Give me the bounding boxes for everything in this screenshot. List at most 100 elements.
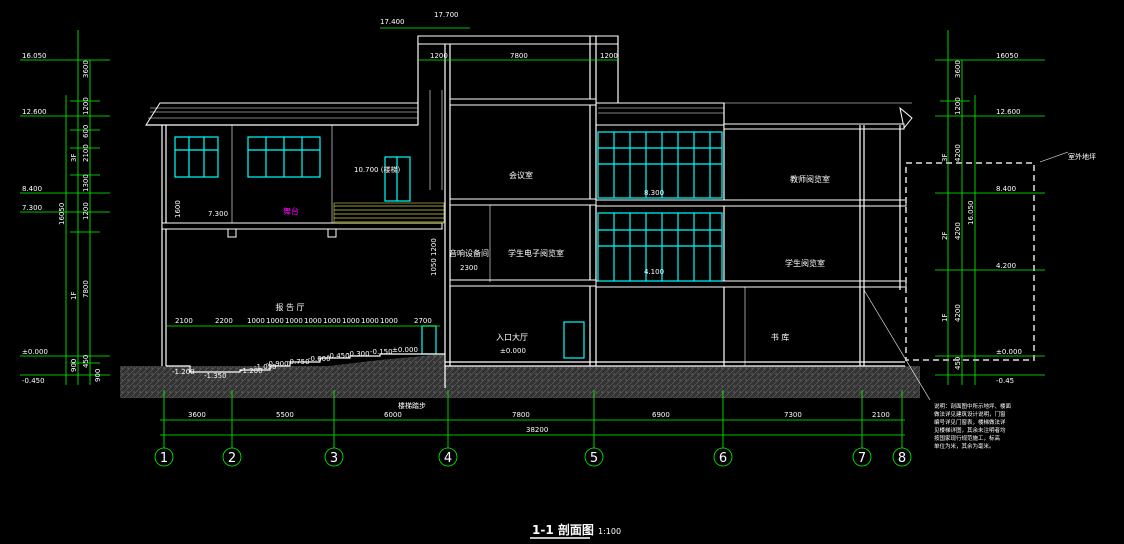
svg-text:-1.200: -1.200 [240, 367, 263, 375]
svg-text:38200: 38200 [526, 426, 548, 434]
svg-text:-1.350: -1.350 [204, 372, 227, 380]
svg-text:±0.000: ±0.000 [500, 347, 526, 355]
axis-3: 3 [330, 451, 338, 466]
svg-text:4200: 4200 [954, 222, 962, 240]
elev-7300: 7.300 [22, 204, 42, 212]
elev-m0450: -0.450 [22, 377, 45, 385]
svg-text:-0.300: -0.300 [347, 350, 370, 358]
left-windows [174, 136, 411, 202]
elev-16050: 16.050 [22, 52, 47, 60]
svg-text:3600: 3600 [82, 60, 90, 78]
stair-ladder [429, 90, 443, 190]
svg-text:1000: 1000 [247, 317, 265, 325]
elev-8400: 8.400 [22, 185, 42, 193]
axis-2: 2 [228, 451, 236, 466]
svg-text:10.700 (楼梯): 10.700 (楼梯) [354, 165, 400, 174]
axis-markers: 1 2 3 4 5 6 7 8 [154, 390, 912, 467]
svg-text:3600: 3600 [954, 60, 962, 78]
elev-0000: ±0.000 [22, 348, 48, 356]
svg-text:7800: 7800 [512, 411, 530, 419]
svg-text:2100: 2100 [175, 317, 193, 325]
left-dimensions: 16.050 12.600 8.400 7.300 ±0.000 -0.450 … [20, 30, 110, 385]
svg-text:8.300: 8.300 [644, 189, 664, 197]
room-teacher-read: 教师阅览室 [790, 174, 830, 184]
svg-text:7800: 7800 [510, 52, 528, 60]
annex-dashed [905, 162, 1035, 361]
bottom-dimensions: 3600 5500 6000 7800 6900 7300 2100 38200 [160, 411, 905, 436]
svg-text:3600: 3600 [188, 411, 206, 419]
svg-text:900: 900 [94, 369, 102, 382]
svg-text:5500: 5500 [276, 411, 294, 419]
room-meeting: 会议室 [509, 170, 533, 180]
svg-text:2100: 2100 [82, 144, 90, 162]
svg-text:2100: 2100 [872, 411, 890, 419]
svg-text:室外地坪: 室外地坪 [1068, 152, 1096, 161]
relev-8400: 8.400 [996, 185, 1016, 193]
svg-text:-0.450: -0.450 [327, 352, 350, 360]
svg-text:-0.600: -0.600 [308, 355, 331, 363]
svg-text:900: 900 [70, 359, 78, 372]
room-library: 书 库 [771, 332, 790, 342]
svg-text:2200: 2200 [215, 317, 233, 325]
svg-text:16050: 16050 [58, 203, 66, 225]
svg-text:2700: 2700 [414, 317, 432, 325]
svg-text:1000: 1000 [304, 317, 322, 325]
svg-text:4.100: 4.100 [644, 268, 664, 276]
svg-text:4200: 4200 [954, 304, 962, 322]
svg-text:-0.150: -0.150 [370, 348, 393, 356]
auditorium-dimensions: 2100 2200 1000 1000 1000 1000 1000 1000 … [166, 317, 440, 327]
svg-text:16.050: 16.050 [967, 201, 975, 226]
svg-text:1300: 1300 [82, 174, 90, 192]
relev-4200: 4.200 [996, 262, 1016, 270]
elev-12600: 12.600 [22, 108, 47, 116]
svg-text:2F: 2F [941, 232, 949, 240]
svg-text:1F: 1F [941, 314, 949, 322]
room-audio: 音响设备间 [449, 248, 489, 258]
svg-text:6000: 6000 [384, 411, 402, 419]
axis-7: 7 [858, 451, 866, 466]
right-dimensions: 16050 12.600 8.400 4.200 ±0.000 -0.45 36… [935, 30, 1045, 385]
svg-text:1200: 1200 [954, 97, 962, 115]
svg-text:3F: 3F [70, 154, 78, 162]
svg-text:3F: 3F [941, 154, 949, 162]
top-dimensions: 1200 7800 1200 17.400 17.700 [380, 11, 618, 61]
room-stage: 舞台 [283, 206, 299, 216]
drawing-title: 1-1 剖面图 [532, 522, 594, 537]
axis-6: 6 [719, 451, 727, 466]
curtain-wall [421, 131, 723, 359]
elev-17700: 17.700 [434, 11, 459, 19]
axis-1: 1 [160, 451, 168, 466]
svg-text:楼梯踏步: 楼梯踏步 [398, 401, 426, 410]
svg-text:600: 600 [82, 125, 90, 138]
step-elevations: -1.200 -1.350 -1.200 -1.050 -0.900 -0.75… [172, 346, 418, 380]
building-structure [145, 35, 1035, 401]
svg-text:单位为米，其余为毫米。: 单位为米，其余为毫米。 [934, 442, 995, 450]
svg-text:1000: 1000 [342, 317, 360, 325]
svg-text:450: 450 [82, 355, 90, 368]
svg-text:±0.000: ±0.000 [392, 346, 418, 354]
svg-text:7.300: 7.300 [208, 210, 228, 218]
drawing-scale: 1:100 [598, 527, 621, 536]
svg-text:7800: 7800 [82, 280, 90, 298]
svg-text:1050: 1050 [430, 258, 438, 276]
svg-text:-0.750: -0.750 [287, 358, 310, 366]
svg-text:1200: 1200 [430, 52, 448, 60]
svg-text:450: 450 [954, 357, 962, 370]
svg-text:1200: 1200 [82, 202, 90, 220]
svg-text:-1.050: -1.050 [254, 363, 277, 371]
relev-0000: ±0.000 [996, 348, 1022, 356]
room-auditorium: 报 告 厅 [275, 302, 304, 312]
svg-text:编号详见门窗表，楼梯做法详: 编号详见门窗表，楼梯做法详 [934, 418, 1006, 426]
room-student-read: 学生阅览室 [785, 258, 825, 268]
relev-16050: 16050 [996, 52, 1018, 60]
axis-4: 4 [444, 451, 452, 466]
svg-text:1600: 1600 [174, 200, 182, 218]
auditorium-floor-hatch [165, 354, 445, 398]
svg-text:7300: 7300 [784, 411, 802, 419]
svg-text:说明：剖面图中所示地坪、楼面: 说明：剖面图中所示地坪、楼面 [934, 402, 1012, 410]
svg-text:1200: 1200 [600, 52, 618, 60]
svg-text:4200: 4200 [954, 144, 962, 162]
notes: 说明：剖面图中所示地坪、楼面 做法详见建筑设计说明，门窗 编号详见门窗表，楼梯做… [934, 402, 1012, 450]
svg-text:按国家现行规范施工，标高: 按国家现行规范施工，标高 [934, 434, 1001, 442]
